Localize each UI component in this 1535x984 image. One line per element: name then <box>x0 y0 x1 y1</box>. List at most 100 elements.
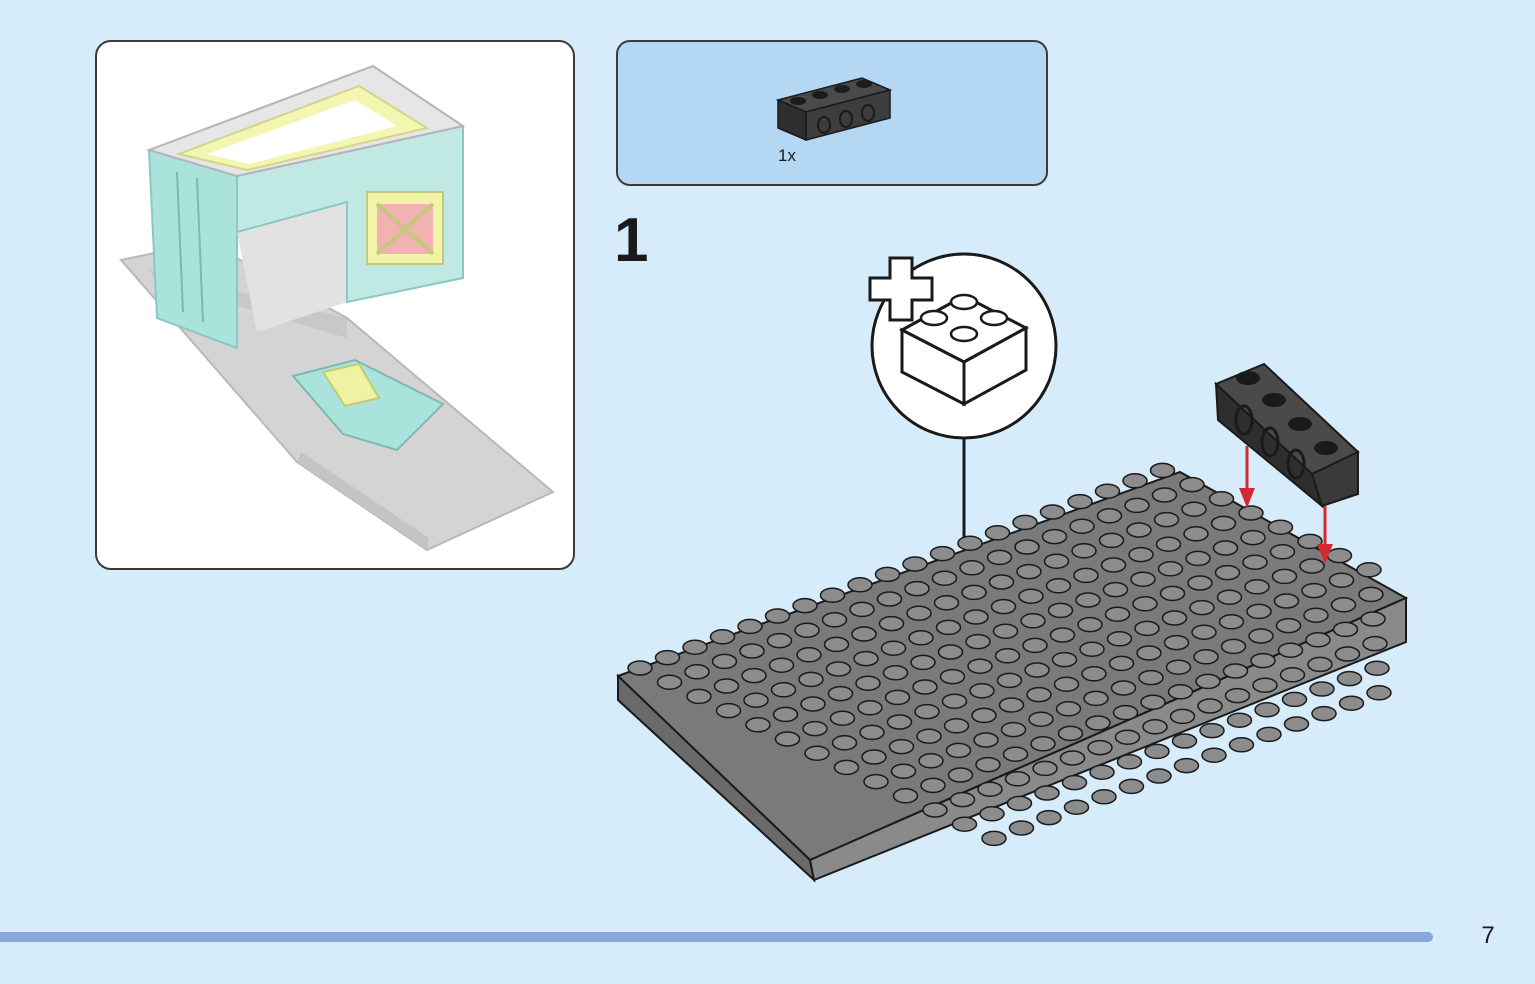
add-new-element-icon <box>868 252 1058 440</box>
plate-stud <box>1163 634 1190 651</box>
plate-stud <box>880 640 907 656</box>
plate-stud <box>1142 719 1168 735</box>
plate-stud <box>1185 550 1211 567</box>
plate-stud <box>1032 760 1058 777</box>
plate-stud <box>874 566 901 583</box>
plate-stud <box>715 702 742 719</box>
plate-stud <box>967 658 993 674</box>
plate-stud <box>902 556 928 572</box>
plate-stud <box>1036 809 1062 826</box>
plate-stud <box>1193 649 1219 665</box>
step-number: 1 <box>614 206 649 275</box>
plate-stud <box>1094 483 1121 499</box>
plate-stud <box>1267 519 1294 535</box>
plate-stud <box>1197 698 1223 714</box>
plate-stud <box>1173 757 1200 774</box>
plate-stud <box>737 618 763 635</box>
plate-stud <box>1128 546 1154 563</box>
plate-stud <box>794 622 820 638</box>
plate-stud <box>849 601 875 618</box>
technic-brick-placing <box>1214 362 1360 509</box>
plate-stud <box>1216 589 1243 605</box>
plate-stud <box>768 657 795 673</box>
plate-stud <box>1169 708 1196 725</box>
plate-stud <box>1159 585 1186 602</box>
page-number: 7 <box>1481 922 1495 949</box>
plate-stud <box>939 668 966 685</box>
plate-stud <box>1330 597 1357 613</box>
plate-stud <box>770 682 797 698</box>
plate-stud <box>1085 715 1111 731</box>
plate-stud <box>825 661 852 677</box>
plate-stud <box>1053 676 1080 692</box>
plate-stud <box>1273 593 1300 609</box>
plate-stud <box>1075 592 1101 608</box>
plate-stud <box>920 777 946 794</box>
plate-stud <box>951 816 978 832</box>
plate-stud <box>857 700 883 716</box>
plate-stud <box>833 759 860 776</box>
plate-stud <box>863 773 889 790</box>
plate-stud <box>1077 616 1103 633</box>
plate-stud <box>1140 694 1166 710</box>
plate-stud <box>986 549 1013 566</box>
plate-stud <box>1269 544 1296 560</box>
plate-stud <box>1043 553 1070 569</box>
plate-stud <box>994 648 1021 664</box>
plate-stud <box>981 830 1007 847</box>
plate-stud <box>977 781 1003 797</box>
plate-stud <box>1149 462 1176 479</box>
plate-stud <box>1008 820 1035 836</box>
plate-stud <box>1362 635 1388 652</box>
plate-stud <box>1208 491 1235 507</box>
plate-stud <box>1061 774 1088 791</box>
plate-stud <box>1248 628 1274 644</box>
plate-stud <box>1254 702 1280 718</box>
plate-stud <box>1303 607 1329 623</box>
plate-stud <box>1224 687 1251 704</box>
plate-stud <box>1069 518 1095 534</box>
plate-stud <box>886 714 913 730</box>
plate-stud <box>888 738 915 755</box>
plate-stud <box>876 591 903 607</box>
plate-stud <box>819 587 846 603</box>
plate-stud <box>1059 750 1086 766</box>
plate-stud <box>979 806 1005 822</box>
plate-stud <box>1091 789 1117 805</box>
plate-stud <box>745 717 771 733</box>
plate-stud <box>851 626 877 642</box>
plate-stud <box>1305 632 1331 648</box>
plate-stud <box>1189 599 1215 616</box>
plate-stud <box>892 788 919 804</box>
plate-stud <box>943 718 970 734</box>
plate-stud <box>973 732 999 748</box>
plate-stud <box>1063 799 1090 815</box>
plate-stud <box>1328 572 1355 588</box>
plate-stud <box>1228 737 1255 753</box>
plate-stud <box>1364 660 1390 676</box>
plate-stud <box>739 643 765 659</box>
plate-stud <box>1045 578 1072 594</box>
plate-stud <box>1201 747 1227 763</box>
plate-stud <box>1181 501 1207 517</box>
plate-stud <box>1336 670 1363 687</box>
plate-stud <box>1165 659 1192 675</box>
plate-stud <box>1151 487 1178 503</box>
plate-stud <box>1055 701 1082 717</box>
plate-stud <box>996 672 1023 689</box>
plate-stud <box>1195 673 1221 690</box>
plate-stud <box>931 570 958 586</box>
plate-stud <box>990 598 1017 615</box>
plate-stud <box>1057 725 1084 742</box>
plate-stud <box>1034 785 1060 801</box>
plate-stud <box>713 678 740 694</box>
plate-stud <box>829 710 856 726</box>
plate-stud <box>1108 655 1135 672</box>
plate-stud <box>961 584 987 601</box>
plate-stud <box>1114 729 1141 745</box>
parts-callout: 1x <box>616 40 1048 186</box>
plate-stud <box>1275 617 1302 634</box>
plate-stud <box>798 671 824 688</box>
plate-stud <box>821 612 848 628</box>
